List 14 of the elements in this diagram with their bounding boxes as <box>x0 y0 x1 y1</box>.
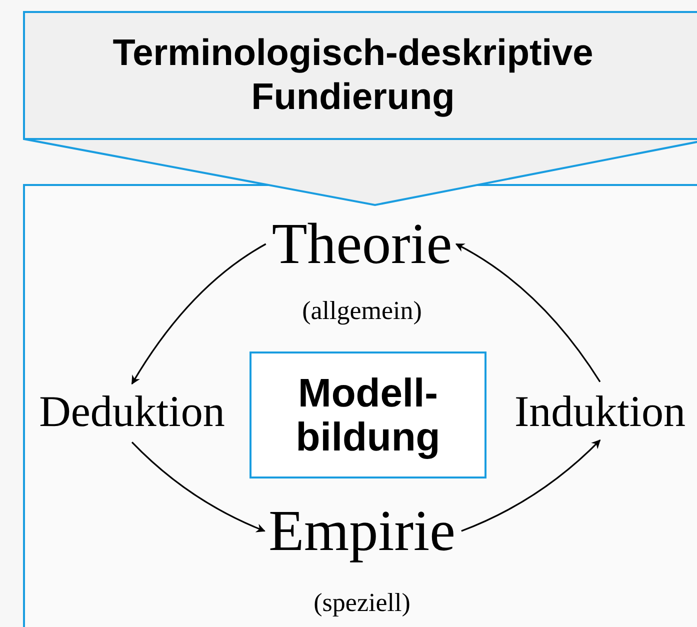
arrow-banner <box>23 11 697 207</box>
concept-text: Empirie <box>268 499 456 563</box>
curved-arrow <box>131 243 266 385</box>
banner-heading: Terminologisch-deskriptive Fundierung <box>112 30 594 119</box>
qualifier-text: (allgemein) <box>302 296 422 326</box>
model-box: Modell- bildung <box>250 352 486 478</box>
qualifier-text: (speziell) <box>314 588 410 618</box>
concept-text: Induktion <box>514 388 686 436</box>
panel-box <box>23 184 697 627</box>
concept-text: Theorie <box>272 212 452 276</box>
concept-text: Deduktion <box>39 388 225 436</box>
curved-arrow <box>455 243 601 382</box>
curved-arrow <box>461 440 601 532</box>
curved-arrow <box>131 442 266 532</box>
